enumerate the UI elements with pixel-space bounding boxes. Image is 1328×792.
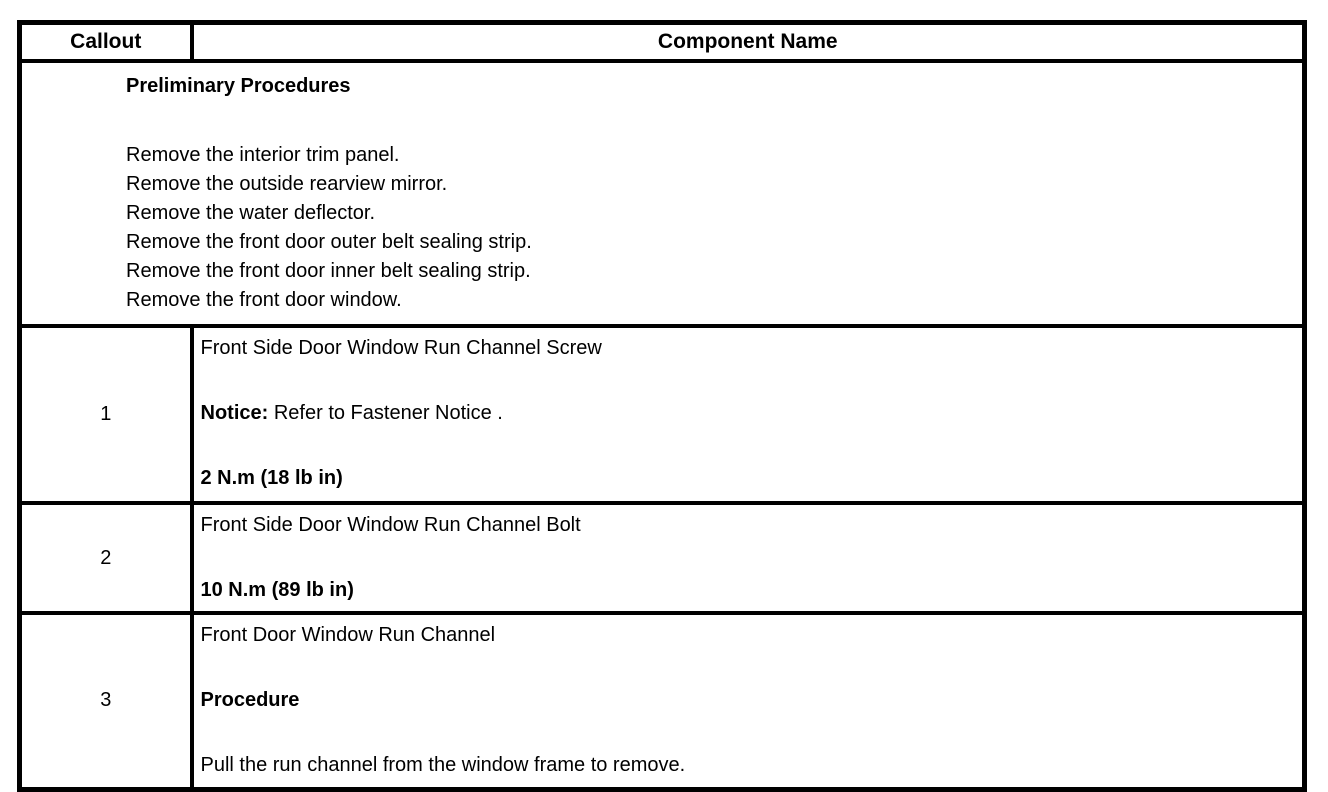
callout-number: 1 [17, 324, 194, 505]
component-name: Front Side Door Window Run Channel Screw [200, 337, 602, 359]
preliminary-procedures-title: Preliminary Procedures [126, 75, 351, 97]
preliminary-steps-list: Remove the interior trim panel. Remove t… [126, 141, 1292, 315]
preliminary-step: Remove the front door outer belt sealing… [126, 231, 532, 253]
table-row: 1 Front Side Door Window Run Channel Scr… [17, 324, 1307, 505]
table-header-row: Callout Component Name [17, 20, 1307, 63]
preliminary-step: Remove the front door window. [126, 289, 402, 311]
preliminary-step: Remove the water deflector. [126, 202, 376, 224]
preliminary-procedures-row: Preliminary Procedures Remove the interi… [17, 59, 1307, 328]
table-row: 3 Front Door Window Run Channel Procedur… [17, 611, 1307, 791]
procedure-text: Pull the run channel from the window fra… [200, 754, 686, 776]
component-cell: Front Door Window Run Channel Procedure … [189, 611, 1307, 791]
preliminary-step: Remove the interior trim panel. [126, 144, 400, 166]
torque-spec: 2 N.m (18 lb in) [200, 467, 343, 489]
callout-component-table: Callout Component Name Preliminary Proce… [17, 20, 1307, 792]
preliminary-step: Remove the front door inner belt sealing… [126, 260, 531, 282]
callout-number: 3 [17, 611, 194, 791]
component-callout-document: Callout Component Name Preliminary Proce… [17, 20, 1307, 792]
component-name-column-header: Component Name [189, 20, 1307, 63]
preliminary-procedures-cell: Preliminary Procedures Remove the interi… [17, 59, 1307, 328]
preliminary-step: Remove the outside rearview mirror. [126, 173, 448, 195]
component-name: Front Side Door Window Run Channel Bolt [200, 514, 581, 536]
callout-column-header: Callout [17, 20, 194, 63]
table-row: 2 Front Side Door Window Run Channel Bol… [17, 501, 1307, 615]
procedure-label: Procedure [200, 689, 300, 711]
component-cell: Front Side Door Window Run Channel Bolt … [189, 501, 1307, 615]
component-name: Front Door Window Run Channel [200, 624, 496, 646]
notice-line: Notice: Refer to Fastener Notice . [201, 399, 1293, 428]
notice-label: Notice: [200, 402, 269, 424]
component-cell: Front Side Door Window Run Channel Screw… [189, 324, 1307, 505]
notice-text: Refer to Fastener Notice . [268, 402, 503, 424]
callout-number: 2 [17, 501, 194, 615]
torque-spec: 10 N.m (89 lb in) [200, 579, 354, 601]
